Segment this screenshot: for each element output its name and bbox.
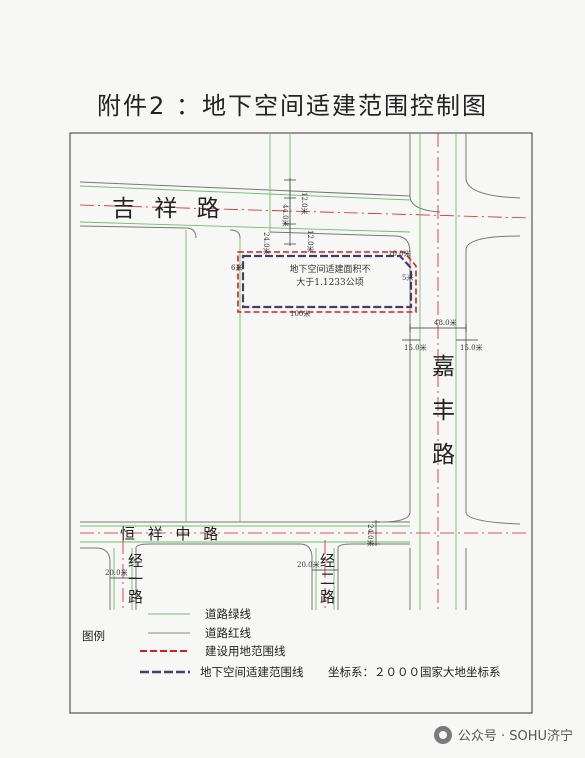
legend-label-road: 道路红线 [205,626,251,640]
road-hengxiang [80,521,410,610]
dim-44: 44.0米 [281,204,290,227]
road-jiafeng-green [419,133,457,610]
road-name-jing2-2: 二 [320,570,335,588]
dim-24a: 24.0米 [262,232,271,255]
dim-100: 100米 [290,309,310,318]
road-name-jing1-3: 路 [128,588,143,606]
area-note-line2: 大于1.1233公顷 [296,276,364,288]
road-hengxiang-green [80,525,410,610]
legend: 图例 道路绿线 道路红线 建设用地范围线 地下空间适建范围线 坐标系：２０００国… [82,607,501,679]
dim-10: 10.0米 [388,249,411,258]
legend-crs: 坐标系：２０００国家大地坐标系 [328,665,501,679]
dim-12a: 12.0米 [300,192,309,215]
area-note-line1: 地下空间适建面积不 [289,263,370,275]
page-title: 附件2 ：地下空间适建范围控制图 [97,92,488,120]
road-jixiang [79,181,411,239]
dim-20b: 20.0米 [297,560,320,569]
construction-land-boundary [237,251,417,313]
dim-15b: 15.0米 [460,343,483,352]
road-name-jing2-1: 经 [320,552,335,570]
road-jixiang-green [79,185,411,233]
road-name-jing2-3: 路 [320,588,335,606]
dim-15a: 15.0米 [404,343,427,352]
road-jiafeng [379,133,521,610]
dim-5: 5米 [402,273,413,282]
dim-24b: 24.0米 [366,524,375,547]
wechat-account-icon [433,725,452,744]
road-jixiang-centerline [79,204,531,219]
legend-label-construction: 建设用地范围线 [205,644,286,658]
dimension-lines [110,178,478,579]
legend-label-underground: 地下空间适建范围线 [200,665,304,679]
road-name-jiafeng-2: 丰 [432,398,455,424]
road-name-jixiang: 吉 祥 路 [112,196,226,222]
dim-48: 48.0米 [434,318,457,327]
underground-space-boundary [241,254,413,309]
road-name-jiafeng-1: 嘉 [432,354,455,380]
road-name-jing1-1: 经 [128,552,143,570]
map-frame [69,132,533,714]
dim-6: 6米 [231,263,242,272]
watermark-text: 公众号 · SOHU济宁 [457,729,573,744]
watermark: 公众号 · SOHU济宁 [433,725,573,744]
legend-heading: 图例 [82,629,105,643]
legend-label-green: 道路绿线 [205,607,251,621]
road-name-jiafeng-3: 路 [432,442,455,468]
road-name-jing1-2: 一 [128,570,143,588]
road-name-hengxiang: 恒 祥 中 路 [120,525,222,543]
dim-12b: 12.0米 [306,230,315,253]
dim-20a: 20.0米 [105,568,128,577]
